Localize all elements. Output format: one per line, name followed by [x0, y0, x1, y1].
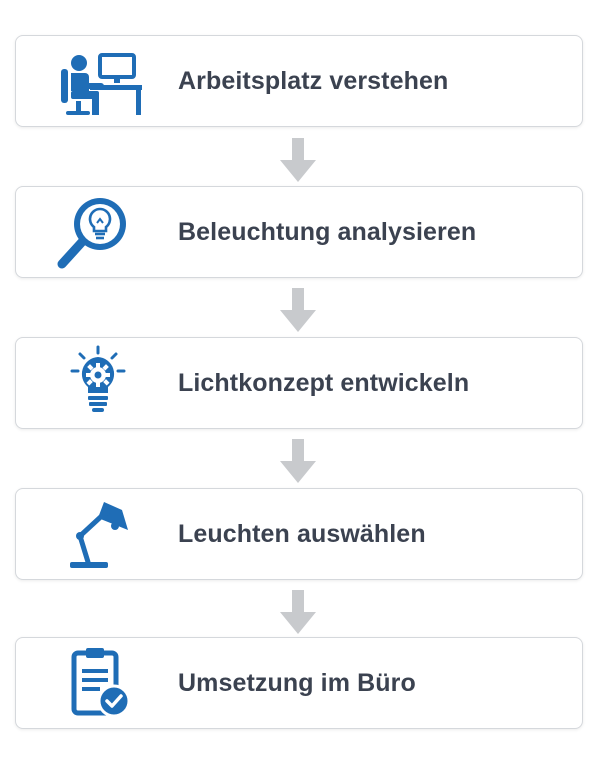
desk-lamp-icon [52, 496, 144, 572]
down-arrow-icon [280, 288, 316, 332]
step-label-1: Arbeitsplatz verstehen [178, 66, 449, 95]
step-label-4: Leuchten auswählen [178, 519, 426, 548]
step-box-3: Lichtkonzept entwickeln [15, 337, 583, 429]
step-box-4: Leuchten auswählen [15, 488, 583, 580]
clipboard-check-icon [52, 645, 144, 721]
step-box-1: Arbeitsplatz verstehen [15, 35, 583, 127]
step-label-2: Beleuchtung analysieren [178, 217, 477, 246]
magnifier-bulb-icon [52, 194, 144, 270]
step-label-3: Lichtkonzept entwickeln [178, 368, 470, 397]
bulb-gear-icon [52, 345, 144, 421]
down-arrow-icon [280, 439, 316, 483]
step-box-2: Beleuchtung analysieren [15, 186, 583, 278]
down-arrow-icon [280, 138, 316, 182]
down-arrow-icon [280, 590, 316, 634]
step-label-5: Umsetzung im Büro [178, 668, 416, 697]
step-box-5: Umsetzung im Büro [15, 637, 583, 729]
person-at-desk-icon [52, 43, 144, 119]
